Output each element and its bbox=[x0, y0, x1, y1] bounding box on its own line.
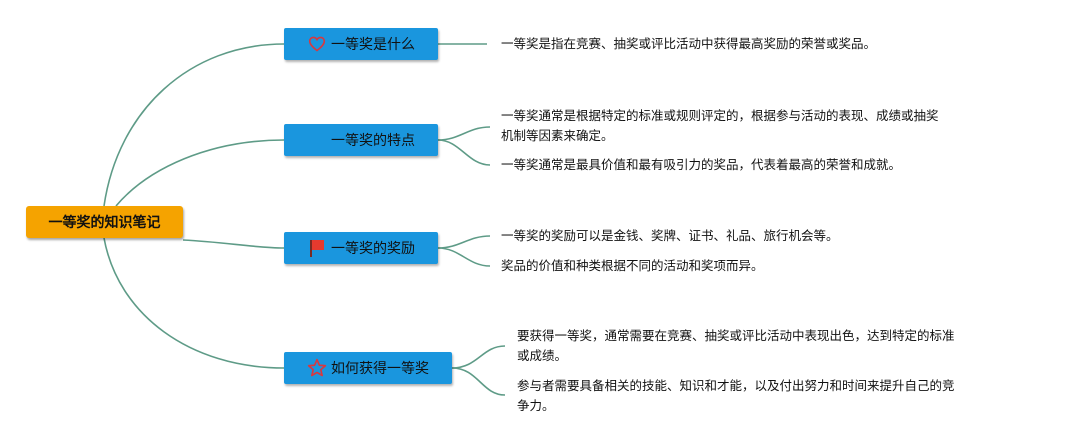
connector-branch-3-leaf-1 bbox=[437, 235, 491, 249]
branch-label: 如何获得一等奖 bbox=[331, 361, 429, 377]
leaf-rewards-2: 奖品的价值和种类根据不同的活动和奖项而异。 bbox=[501, 258, 764, 273]
branch-what-is[interactable]: 一等奖是什么 bbox=[284, 28, 438, 60]
leaf-features-1: 一等奖通常是根据特定的标准或规则评定的，根据参与活动的表现、成绩或抽奖 机制等因… bbox=[501, 108, 939, 143]
star-outline-icon bbox=[307, 358, 327, 378]
connector-root-branch-4 bbox=[103, 237, 285, 369]
connector-root-branch-2 bbox=[115, 139, 285, 207]
leaf-rewards-1: 一等奖的奖励可以是金钱、奖牌、证书、礼品、旅行机会等。 bbox=[501, 228, 839, 243]
branch-label: 一等奖的奖励 bbox=[331, 241, 415, 257]
branch-rewards[interactable]: 一等奖的奖励 bbox=[284, 232, 438, 264]
branch-label: 一等奖是什么 bbox=[331, 37, 415, 53]
heart-icon bbox=[307, 34, 327, 54]
branch-how-to-win[interactable]: 如何获得一等奖 bbox=[284, 352, 452, 384]
root-topic[interactable]: 一等奖的知识笔记 bbox=[26, 206, 183, 238]
connector-branch-2-leaf-1 bbox=[437, 126, 491, 141]
red-flag-icon bbox=[307, 238, 327, 258]
connector-root-branch-1 bbox=[103, 43, 285, 207]
root-topic-label: 一等奖的知识笔记 bbox=[48, 215, 161, 231]
branch-label: 一等奖的特点 bbox=[331, 133, 415, 149]
leaf-how-to-win-1: 要获得一等奖，通常需要在竞赛、抽奖或评比活动中表现出色，达到特定的标准 或成绩。 bbox=[517, 328, 955, 363]
connector-branch-4-leaf-1 bbox=[451, 345, 506, 369]
branch-features[interactable]: 一等奖的特点 bbox=[284, 124, 438, 156]
leaf-features-2: 一等奖通常是最具价值和最有吸引力的奖品，代表着最高的荣誉和成就。 bbox=[501, 157, 902, 172]
connector-branch-3-leaf-2 bbox=[437, 247, 491, 267]
connector-branch-2-leaf-2 bbox=[437, 139, 491, 166]
leaf-how-to-win-2: 参与者需要具备相关的技能、知识和才能，以及付出努力和时间来提升自己的竞 争力。 bbox=[517, 378, 955, 413]
leaf-what-is-1: 一等奖是指在竞赛、抽奖或评比活动中获得最高奖励的荣誉或奖品。 bbox=[501, 36, 877, 51]
connector-root-branch-3 bbox=[182, 239, 285, 249]
connector-branch-4-leaf-2 bbox=[451, 367, 506, 396]
